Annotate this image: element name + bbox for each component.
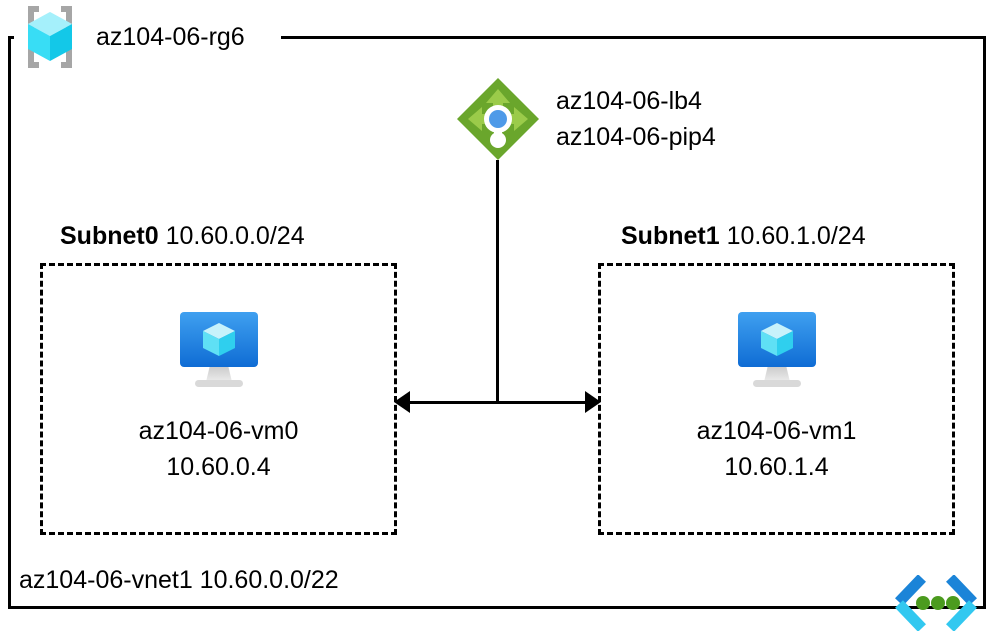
vnet-border-top-right-segment xyxy=(281,36,986,39)
vm0-name: az104-06-vm0 xyxy=(138,417,299,445)
subnet1-title: Subnet1 10.60.1.0/24 xyxy=(621,224,866,249)
link-arrow-left-icon xyxy=(394,391,410,413)
vm1-name: az104-06-vm1 xyxy=(696,417,857,445)
subnet0-cidr: 10.60.0.0/24 xyxy=(165,222,305,250)
subnet1-name: Subnet1 xyxy=(621,222,720,250)
subnet0-name: Subnet0 xyxy=(60,222,159,250)
vm1-block: az104-06-vm1 10.60.1.4 xyxy=(598,308,955,485)
subnet0-title: Subnet0 10.60.0.0/24 xyxy=(60,224,305,249)
load-balancer-name: az104-06-lb4 xyxy=(556,87,702,115)
virtual-machine-icon xyxy=(40,308,397,392)
vm0-labels: az104-06-vm0 10.60.0.4 xyxy=(40,414,397,485)
subnet-link-line xyxy=(408,401,587,404)
link-arrow-right-icon xyxy=(585,391,601,413)
vm1-labels: az104-06-vm1 10.60.1.4 xyxy=(598,414,955,485)
vnet-label: az104-06-vnet1 10.60.0.0/22 xyxy=(19,566,339,594)
load-balancer-labels: az104-06-lb4 az104-06-pip4 xyxy=(556,84,716,155)
load-balancer-connector-line xyxy=(496,160,499,403)
vm0-block: az104-06-vm0 10.60.0.4 xyxy=(40,308,397,485)
vnet-border-top-left-segment xyxy=(8,36,14,39)
vm0-ip: 10.60.0.4 xyxy=(166,452,271,481)
vnet-border-left xyxy=(8,36,11,609)
vnet-border-bottom xyxy=(8,606,986,609)
resource-group-cube-icon xyxy=(14,2,86,72)
resource-group-badge: az104-06-rg6 xyxy=(14,2,245,72)
resource-group-label: az104-06-rg6 xyxy=(96,22,245,51)
virtual-machine-icon xyxy=(598,308,955,392)
vnet-border-right xyxy=(983,36,986,609)
vm1-ip: 10.60.1.4 xyxy=(724,452,829,481)
public-ip-name: az104-06-pip4 xyxy=(556,122,716,151)
subnet1-cidr: 10.60.1.0/24 xyxy=(726,222,866,250)
